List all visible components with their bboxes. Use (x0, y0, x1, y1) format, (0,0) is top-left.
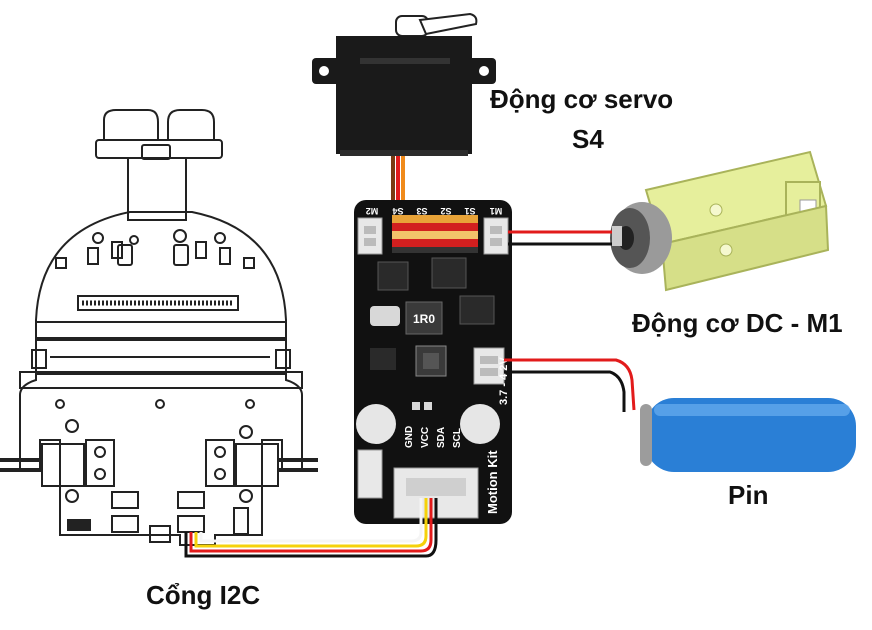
i2c-port-label: Cổng I2C (146, 580, 261, 610)
bottom-pin-label-vcc: VCC (420, 427, 431, 448)
header-pin-label-s4: S4 (392, 206, 403, 216)
chassis-outline (19, 211, 303, 546)
i2c-cable (184, 498, 438, 558)
voltage-label: 3.7 - 4.2V (498, 357, 510, 405)
bottom-pin-label-gnd: GND (404, 426, 415, 448)
robot-car (0, 109, 318, 546)
resistor-label: 1R0 (413, 312, 435, 326)
header-pin-label-s1: S1 (464, 206, 475, 216)
battery-label: Pin (728, 480, 769, 510)
battery (640, 398, 856, 472)
header-pin-label-m2: M2 (366, 206, 379, 216)
brand-label: Motion Kit (485, 450, 500, 514)
dc-motor (610, 150, 830, 292)
header-pin-label-s3: S3 (416, 206, 427, 216)
dc-motor-wires (508, 230, 612, 246)
header-pin-label-s2: S2 (440, 206, 451, 216)
motion-kit-board: 1R0 (354, 200, 512, 524)
servo-label-line1: Động cơ servo (490, 84, 674, 114)
bottom-pin-label-scl: SCL (452, 428, 463, 448)
left-motor-connector (0, 439, 115, 487)
battery-wires (504, 358, 636, 412)
i2c-port-socket (177, 515, 205, 533)
header-pin-label-m1: M1 (490, 206, 503, 216)
servo-label-line2: S4 (572, 124, 604, 154)
dc-motor-label: Động cơ DC - M1 (632, 308, 843, 338)
servo-motor (312, 12, 496, 156)
header-pin-labels: M2 S4 S3 S2 S1 M1 (366, 206, 503, 216)
bottom-pin-label-sda: SDA (436, 427, 447, 448)
right-motor-connector (205, 439, 318, 487)
ultrasonic-sensor (95, 109, 223, 221)
bottom-pin-labels: GND VCC SDA SCL (404, 426, 463, 448)
